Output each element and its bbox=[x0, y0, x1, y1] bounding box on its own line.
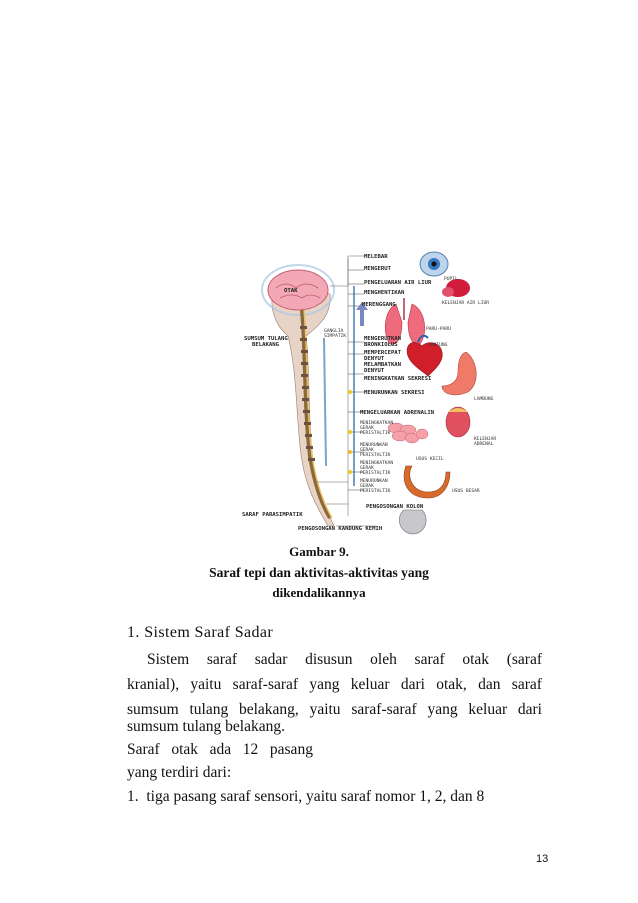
paragraph-word: tulang bbox=[189, 701, 229, 718]
label-simpatik: SIMPATIK bbox=[324, 333, 346, 339]
paragraph-word: saraf-saraf bbox=[351, 701, 417, 718]
label-peristaltik-2: PERISTALTIK bbox=[360, 452, 391, 458]
paragraph-word: Sistem bbox=[147, 651, 190, 668]
figure-caption-line2: dikendalikannya bbox=[272, 585, 366, 600]
nervous-system-figure: OTAK GANGLIA SIMPATIK SUMSUM TULANG BELA… bbox=[236, 246, 506, 536]
paragraph-line-3: sumsum tulang belakang, yaitu saraf-saraf yan… bbox=[127, 701, 542, 719]
label-jantung: JANTUNG bbox=[428, 342, 448, 348]
paragraph-word: saraf bbox=[511, 676, 542, 693]
label-mempercepat: MEMPERCEPAT bbox=[364, 350, 402, 356]
label-gerak-2: GERAK bbox=[360, 447, 374, 453]
label-pengosongan-kolon: PENGOSONGAN KOLON bbox=[366, 504, 424, 510]
brain-image bbox=[267, 269, 329, 311]
paragraph-word: dan bbox=[478, 676, 501, 693]
label-melambatkan: MELAMBATKAN bbox=[364, 362, 402, 368]
paragraph-word: saraf-saraf bbox=[232, 676, 299, 693]
paragraph-line-1: Sistem saraf sadar disusun oleh saraf otak (sar… bbox=[147, 651, 542, 669]
label-ganglia: GANGLIA bbox=[324, 328, 344, 334]
label-bronkiolus: BRONKIOLUS bbox=[364, 342, 398, 348]
label-otak: OTAK bbox=[284, 288, 298, 294]
list-item-1: 1. tiga pasang saraf sensori, yaitu sara… bbox=[127, 788, 485, 805]
paragraph-word: yaitu bbox=[190, 676, 222, 693]
label-menurunkan-sekresi: MENURUNKAN SEKRESI bbox=[364, 390, 425, 396]
label-denyut-2: DENYUT bbox=[364, 368, 385, 374]
label-peristaltik-1: PERISTALTIK bbox=[360, 430, 391, 436]
paragraph-word: (saraf bbox=[506, 651, 542, 668]
section-heading: 1. Sistem Saraf Sadar bbox=[127, 624, 274, 641]
yellow-marker-icon bbox=[348, 390, 352, 474]
paragraph2-line-1: Saraf otak ada 12 pasang bbox=[127, 741, 313, 758]
paragraph-word: keluar bbox=[350, 676, 390, 693]
label-adrenal: ADRENAL bbox=[474, 441, 494, 447]
label-gerak-1: GERAK bbox=[360, 425, 374, 431]
paragraph-word: kranial), bbox=[127, 676, 180, 693]
spinal-cord bbox=[300, 309, 332, 520]
label-meningkatkan-gerak-2: MENINGKATKAN bbox=[360, 460, 393, 466]
label-lambung: LAMBUNG bbox=[474, 396, 494, 402]
label-pupil: PUPIL bbox=[444, 276, 458, 282]
paragraph-word: saraf bbox=[206, 651, 238, 668]
label-mengeluarkan-adrenalin: MENGELUARKAN ADRENALIN bbox=[360, 410, 435, 416]
label-sumsum-tulang: SUMSUM TULANG bbox=[244, 336, 288, 342]
label-pengeluaran-air-liur: PENGELUARAN AIR LIUR bbox=[364, 280, 432, 286]
label-meningkatkan-sekresi: MENINGKATKAN SEKRESI bbox=[364, 376, 431, 382]
label-kelenjar-air-liur: KELENJAR AIR LIUR bbox=[442, 300, 489, 306]
label-kelenjar: KELENJAR bbox=[474, 436, 496, 442]
paragraph-word: saraf bbox=[414, 651, 445, 668]
label-usus-kecil: USUS KECIL bbox=[416, 456, 444, 462]
vertebrae bbox=[300, 326, 315, 461]
label-menghentikan: MENGHENTIKAN bbox=[364, 290, 405, 296]
paragraph-word: keluar bbox=[468, 701, 508, 718]
paragraph-word: sadar bbox=[254, 651, 288, 668]
label-mengerut: MENGERUT bbox=[364, 266, 392, 272]
label-peristaltik-3: PERISTALTIK bbox=[360, 470, 391, 476]
adrenal-gland-image bbox=[445, 406, 471, 438]
figure-caption-line1: Saraf tepi dan aktivitas-aktivitas yang bbox=[209, 565, 429, 580]
arrow-up-icon bbox=[356, 302, 368, 326]
paragraph-line-4: sumsum tulang belakang. bbox=[127, 718, 285, 735]
label-denyut-1: DENYUT bbox=[364, 356, 385, 362]
brain-highlight bbox=[261, 264, 335, 316]
paragraph-word: otak bbox=[462, 651, 490, 668]
paragraph-word: otak, bbox=[436, 676, 467, 693]
label-gerak-4: GERAK bbox=[360, 483, 374, 489]
label-meningkatkan-gerak-1: MENINGKATKAN bbox=[360, 420, 393, 426]
label-belakang: BELAKANG bbox=[252, 342, 280, 348]
heart-image bbox=[406, 342, 443, 377]
label-paru-paru: PARU-PARU bbox=[426, 326, 451, 332]
figure-caption-title: Gambar 9. bbox=[289, 544, 349, 559]
paragraph-word: dari bbox=[517, 701, 542, 718]
paragraph-word: belakang, bbox=[238, 701, 299, 718]
label-peristaltik-4: PERISTALTIK bbox=[360, 488, 391, 494]
label-gerak-3: GERAK bbox=[360, 465, 374, 471]
paragraph-word: yang bbox=[309, 676, 340, 693]
paragraph2-line-2: yang terdiri dari: bbox=[127, 764, 232, 781]
paragraph-word: disusun bbox=[305, 651, 353, 668]
nervous-system-diagram: OTAK GANGLIA SIMPATIK SUMSUM TULANG BELA… bbox=[242, 251, 496, 535]
paragraph-word: dari bbox=[400, 676, 425, 693]
bladder-image bbox=[399, 509, 427, 535]
label-saraf-parasimpatik: SARAF PARASIMPATIK bbox=[242, 512, 303, 518]
paragraph-word: sumsum bbox=[127, 701, 179, 718]
label-usus-besar: USUS BESAR bbox=[452, 488, 480, 494]
paragraph-word: yaitu bbox=[309, 701, 341, 718]
label-pengosongan-kandung-kemih: PENGOSONGAN KANDUNG KEMIH bbox=[298, 526, 382, 532]
label-melebar: MELEBAR bbox=[364, 254, 388, 260]
page-number: 13 bbox=[536, 853, 549, 865]
small-intestine-image bbox=[387, 422, 429, 444]
paragraph-word: oleh bbox=[370, 651, 397, 668]
label-menurunkan-gerak-2: MENURUNKAN bbox=[360, 478, 388, 484]
label-mengerutkan: MENGERUTKAN bbox=[364, 336, 402, 342]
label-merenggang: MERENGGANG bbox=[362, 302, 396, 308]
large-intestine-image bbox=[403, 465, 451, 499]
paragraph-word: yang bbox=[427, 701, 458, 718]
stomach-image bbox=[441, 351, 477, 396]
label-menurunkan-gerak-1: MENURUNKAN bbox=[360, 442, 388, 448]
